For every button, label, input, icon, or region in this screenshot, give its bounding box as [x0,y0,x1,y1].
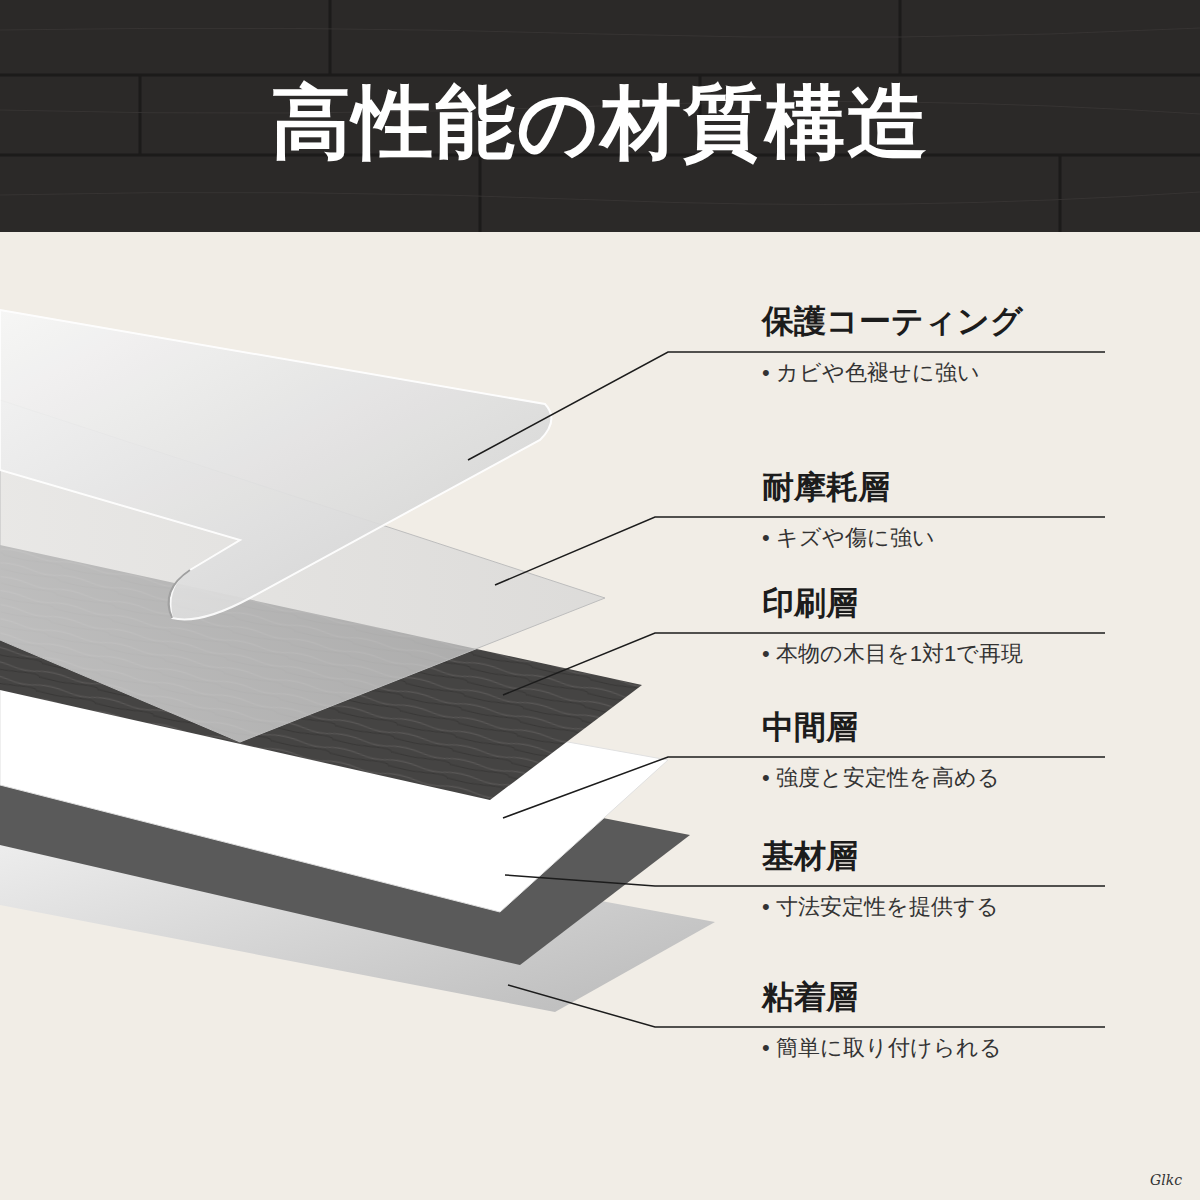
layer-name: 耐摩耗層 [762,466,890,510]
layer-feature: • 寸法安定性を提供する [762,892,999,922]
layer-feature: • キズや傷に強い [762,523,935,553]
layer-name: 中間層 [762,706,858,750]
wood-grain [0,28,1200,205]
layer-feature: • 強度と安定性を高める [762,763,1000,793]
leader-lines [468,352,1105,1027]
layer-name: 基材層 [762,835,858,879]
layer-feature: • カビや色褪せに強い [762,358,980,388]
layer-name: 保護コーティング [762,300,1023,344]
coating-layer [0,310,551,619]
layer-name: 印刷層 [762,582,858,626]
coating-curl [169,570,190,618]
layer-feature: • 簡単に取り付けられる [762,1033,1002,1063]
wood-band [0,0,1200,232]
watermark: Glkc [1150,1172,1182,1188]
plank-seams [0,0,1200,232]
page-title: 高性能の材質構造 [0,70,1200,178]
layer-feature: • 本物の木目を1対1で再現 [762,639,1023,669]
layer-name: 粘着層 [762,976,858,1020]
